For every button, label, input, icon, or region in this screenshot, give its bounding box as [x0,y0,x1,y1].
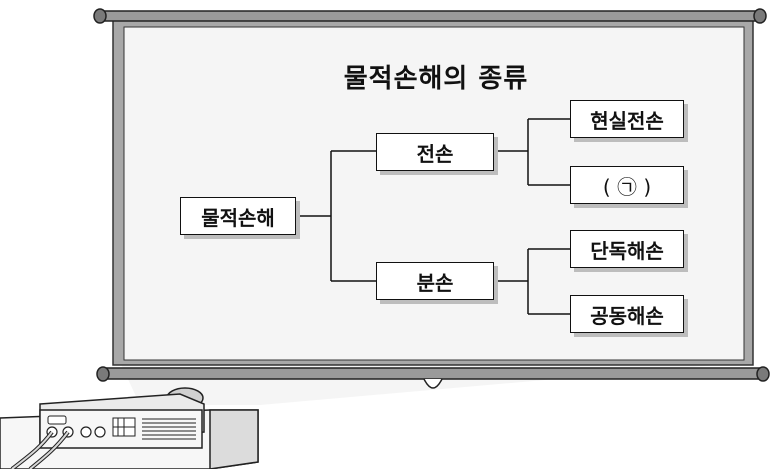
node-root: 물적손해 [180,197,296,235]
tree-connectors [296,118,570,315]
node-actual-total-loss: 현실전손 [570,100,684,138]
projector-knob-4 [94,426,106,438]
node-general-average: 공동해손 [570,295,684,333]
pull-handle [423,378,443,389]
bottom-rod [102,367,764,380]
node-particular-average: 단독해손 [570,230,684,268]
top-rod-left-cap [93,8,107,24]
diagram-title: 물적손해의 종류 [343,64,529,94]
top-rod-right-cap [753,8,767,24]
node-total-loss: 전손 [376,133,494,171]
projector-knob-3 [80,426,92,438]
bottom-rod-right-cap [756,366,770,382]
top-rod [99,10,761,22]
projector-vent [142,418,196,440]
node-partial-loss: 분손 [376,262,494,300]
table-side [209,409,259,470]
projector-indicator [47,415,67,425]
node-blank: ( ㉠ ) [570,166,684,204]
bottom-rod-left-cap [96,366,110,382]
